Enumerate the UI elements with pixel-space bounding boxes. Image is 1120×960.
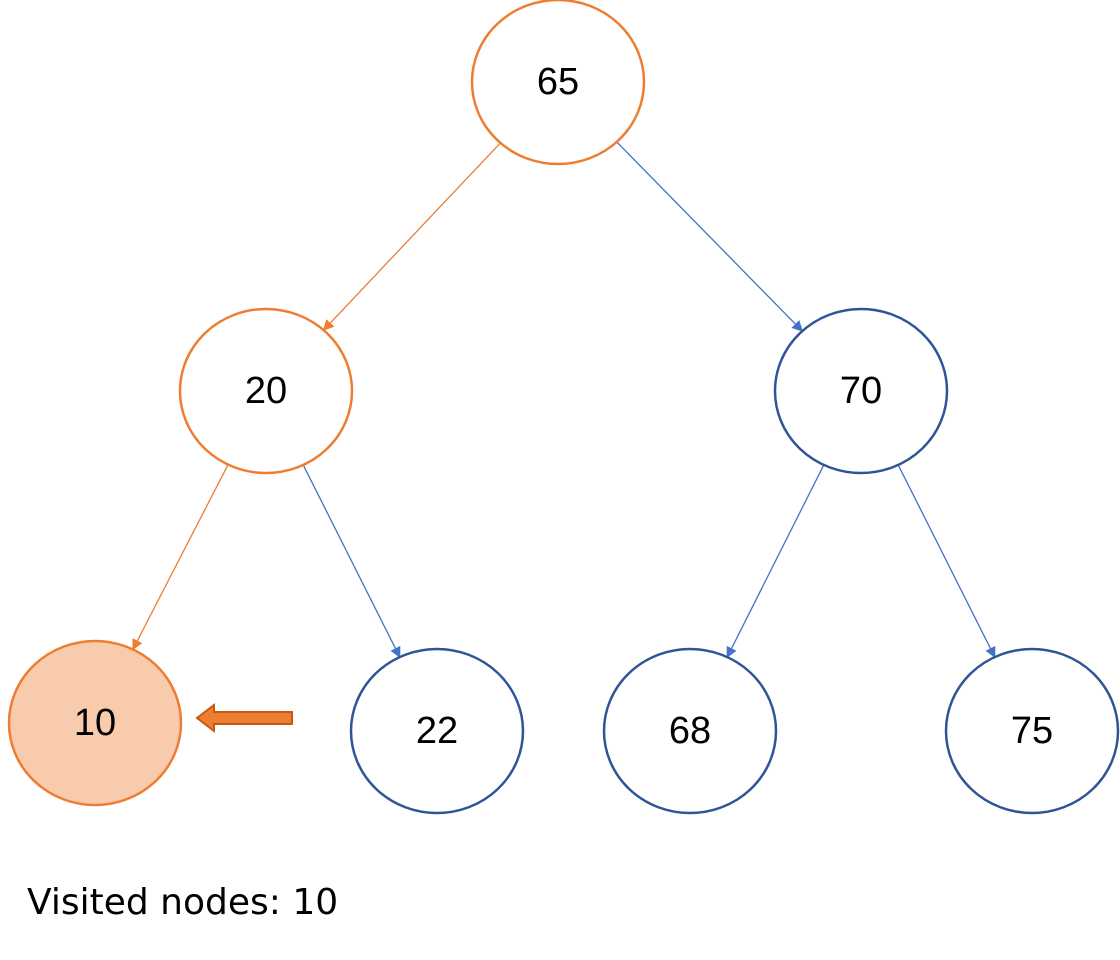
tree-node-22: 22 (349, 647, 525, 815)
node-circle (602, 647, 778, 815)
tree-node-70: 70 (773, 307, 949, 475)
edge-20-to-10 (132, 464, 229, 651)
node-circle (470, 0, 646, 166)
visited-nodes-caption: Visited nodes: 10 (27, 882, 339, 923)
tree-node-65: 65 (470, 0, 646, 166)
node-circle (944, 647, 1120, 815)
edge-65-to-70 (616, 141, 804, 332)
tree-node-68: 68 (602, 647, 778, 815)
node-label: 68 (669, 710, 711, 752)
left-arrow-icon (195, 702, 293, 734)
node-circle (349, 647, 525, 815)
edge-70-to-75 (897, 464, 996, 659)
node-label: 22 (416, 710, 458, 752)
edge-20-to-22 (302, 464, 401, 659)
node-label: 75 (1011, 710, 1053, 752)
tree-node-75: 75 (944, 647, 1120, 815)
node-circle (178, 307, 354, 475)
edge-65-to-20 (322, 142, 501, 331)
edges-layer (132, 141, 996, 659)
node-circle (773, 307, 949, 475)
node-circle (7, 639, 183, 807)
nodes-layer: 65 20 70 10 22 68 75 (7, 0, 1120, 815)
node-label: 70 (840, 370, 882, 412)
node-label: 10 (74, 702, 116, 744)
node-label: 20 (245, 370, 287, 412)
tree-node-20: 20 (178, 307, 354, 475)
edge-70-to-68 (726, 464, 825, 659)
tree-node-10: 10 (7, 639, 183, 807)
node-label: 65 (537, 61, 579, 103)
